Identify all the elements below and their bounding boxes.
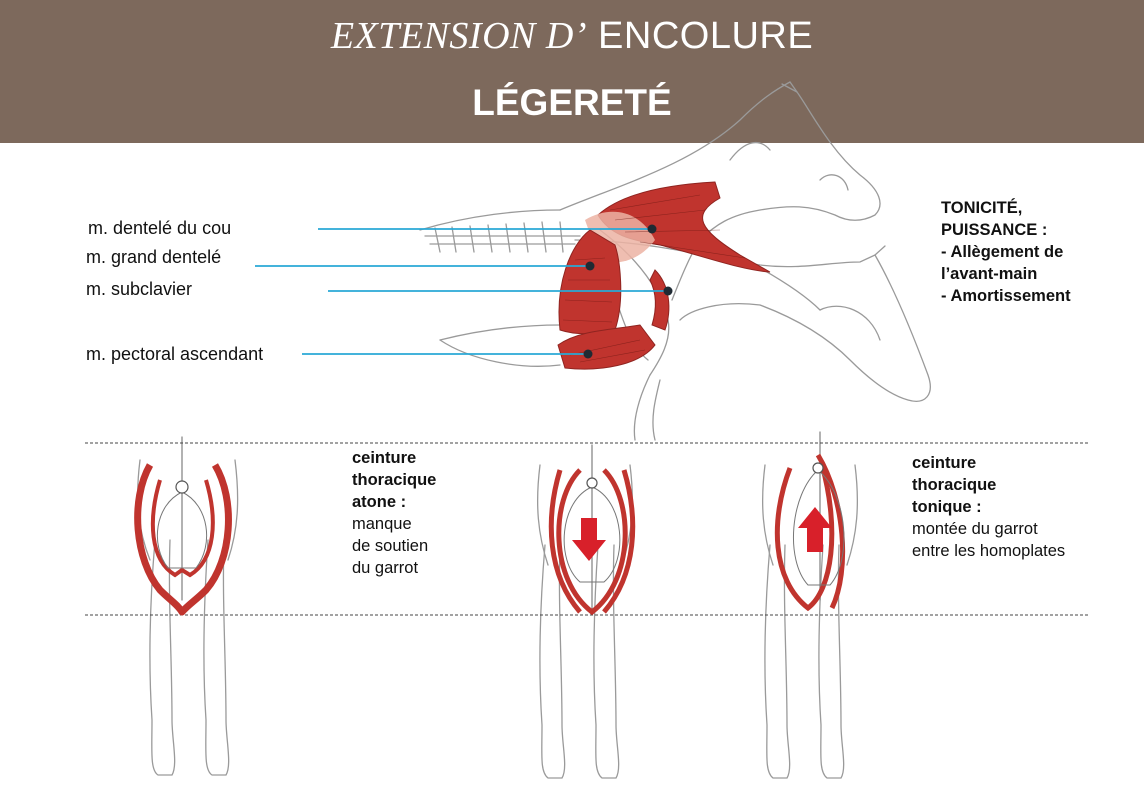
leader-dot-pectoral (583, 349, 593, 359)
arrow-down-icon (572, 518, 606, 561)
title-line-2: LÉGERETÉ (472, 82, 672, 123)
leader-dot-subclavier (663, 286, 673, 296)
leader-dot-grand-dentele (585, 261, 595, 271)
caption-tonique-body-1: montée du garrot (912, 520, 1038, 538)
horse-lower-sketch (439, 239, 931, 402)
title-upright: ENCOLURE (586, 15, 814, 57)
arrow-up-icon (798, 507, 832, 552)
caption-atone-title-2: thoracique (352, 471, 437, 489)
side-note-line-3: - Allègement de (941, 243, 1064, 261)
caption-tonique-title-1: ceinture (912, 454, 977, 472)
sling-up (774, 453, 846, 612)
caption-atone-body-2: de soutien (352, 537, 429, 555)
caption-tonique-body-2: entre les homoplates (912, 542, 1066, 560)
caption-tonique-title-3: tonique : (912, 498, 982, 516)
caption-atone-title-1: ceinture (352, 449, 417, 467)
guide-lines (85, 442, 1088, 616)
caption-atone: ceinture thoracique atone : manque de so… (352, 447, 436, 579)
label-grand-dentele: m. grand dentelé (86, 247, 222, 267)
sling-atone (134, 463, 232, 616)
side-note-line-4: l’avant-main (941, 265, 1038, 283)
caption-tonique: ceinture thoracique tonique : montée du … (912, 452, 1065, 562)
caption-tonique-title-2: thoracique (912, 476, 997, 494)
title-italic: EXTENSION D’ (330, 15, 587, 57)
label-subclavier: m. subclavier (86, 279, 193, 299)
caption-atone-title-3: atone : (352, 493, 407, 511)
front-leg-sketches (137, 459, 858, 779)
label-dentele-du-cou: m. dentelé du cou (88, 218, 232, 238)
sling-down (548, 468, 636, 616)
side-note-line-1: TONICITÉ, (941, 199, 1023, 217)
side-note-line-2: PUISSANCE : (941, 221, 1048, 239)
neck-muscle-group (557, 181, 771, 370)
leader-lines (255, 224, 673, 359)
leader-dot-dentele-cou (647, 224, 657, 234)
caption-atone-body-1: manque (352, 515, 412, 533)
side-note: TONICITÉ, PUISSANCE : - Allègement de l’… (941, 197, 1071, 307)
label-pectoral-ascendant: m. pectoral ascendant (86, 344, 264, 364)
side-note-line-5: - Amortissement (941, 287, 1071, 305)
muscle-fibres (562, 194, 746, 363)
caption-atone-body-3: du garrot (352, 559, 419, 577)
title-line-1: EXTENSION D’ ENCOLURE (0, 14, 1144, 58)
header-banner: EXTENSION D’ ENCOLURE LÉGERETÉ (0, 0, 1144, 143)
